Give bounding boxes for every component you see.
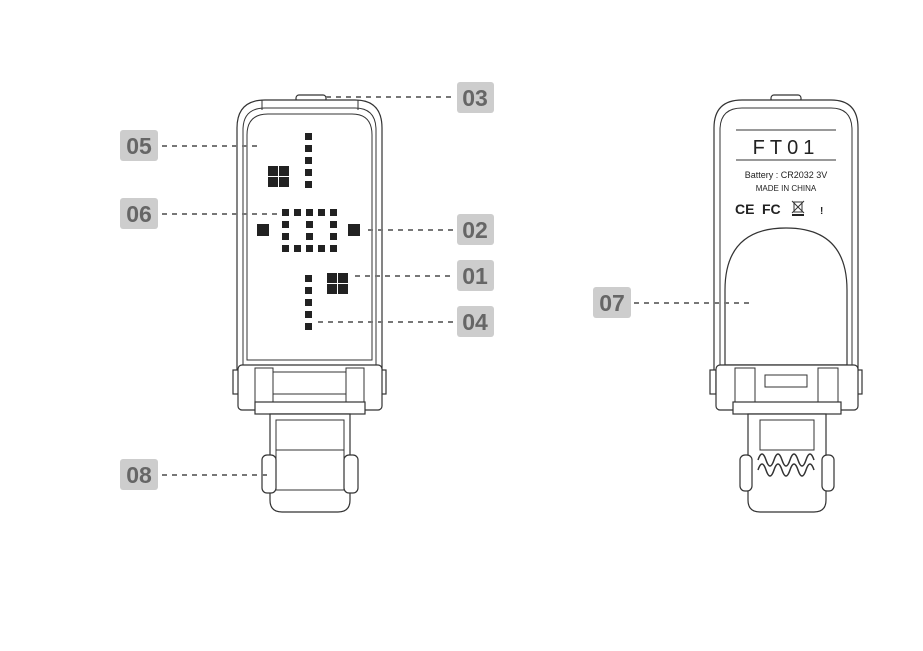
spring-icon <box>757 453 815 477</box>
pixel <box>305 311 312 318</box>
ring-pixel <box>294 245 301 252</box>
pixel <box>305 169 312 176</box>
label-03: 03 <box>457 82 494 113</box>
warning-icon: ! <box>820 206 823 217</box>
pixel <box>305 275 312 282</box>
pixel <box>305 133 312 140</box>
pixel <box>305 181 312 188</box>
svg-text:08: 08 <box>126 462 152 488</box>
ring-pixel <box>294 209 301 216</box>
ring-pixel <box>330 221 337 228</box>
svg-text:04: 04 <box>462 309 488 335</box>
quad-pixel <box>268 166 278 176</box>
quad-pixel <box>268 177 278 187</box>
label-08: 08 <box>120 459 158 490</box>
quad-pixel <box>327 273 337 283</box>
ring-pixel <box>318 245 325 252</box>
weee-bin-icon <box>791 200 805 216</box>
ring-pixel <box>306 233 313 240</box>
side-pixel <box>348 224 360 236</box>
label-04: 04 <box>457 306 494 337</box>
svg-text:07: 07 <box>599 290 625 316</box>
battery-door <box>724 227 848 366</box>
back-device: FT01 Battery : CR2032 3V MADE IN CHINA C… <box>709 94 863 513</box>
ring-pixel <box>282 209 289 216</box>
svg-text:06: 06 <box>126 201 152 227</box>
ring-pixel <box>330 233 337 240</box>
ring-pixel <box>306 245 313 252</box>
display-area <box>246 113 373 361</box>
ring-pixel <box>306 209 313 216</box>
pixel <box>305 299 312 306</box>
display-pixels <box>257 133 360 330</box>
label-06: 06 <box>120 198 158 229</box>
quad-pixel <box>338 273 348 283</box>
side-pixel <box>257 224 269 236</box>
ring-pixel <box>330 209 337 216</box>
ring-pixel <box>306 221 313 228</box>
quad-pixel <box>338 284 348 294</box>
ring-pixel <box>282 233 289 240</box>
label-07: 07 <box>593 287 631 318</box>
quad-pixel <box>279 166 289 176</box>
fcc-mark: FC <box>762 201 781 217</box>
pixel <box>305 145 312 152</box>
ring-pixel <box>330 245 337 252</box>
ring-pixel <box>318 209 325 216</box>
svg-text:05: 05 <box>126 133 152 159</box>
origin-text: MADE IN CHINA <box>756 184 817 193</box>
clip <box>269 413 351 513</box>
quad-pixel <box>279 177 289 187</box>
battery-spec: Battery : CR2032 3V <box>745 170 828 180</box>
pixel <box>305 287 312 294</box>
model-name: FT01 <box>753 137 820 159</box>
label-02: 02 <box>457 214 494 245</box>
pixel <box>305 323 312 330</box>
svg-text:03: 03 <box>462 85 488 111</box>
ring-pixel <box>282 221 289 228</box>
front-device <box>232 94 387 513</box>
svg-text:01: 01 <box>462 263 488 289</box>
label-01: 01 <box>457 260 494 291</box>
ce-mark: CE <box>735 201 754 217</box>
pixel <box>305 157 312 164</box>
ring-pixel <box>282 245 289 252</box>
svg-text:02: 02 <box>462 217 488 243</box>
label-05: 05 <box>120 130 158 161</box>
quad-pixel <box>327 284 337 294</box>
